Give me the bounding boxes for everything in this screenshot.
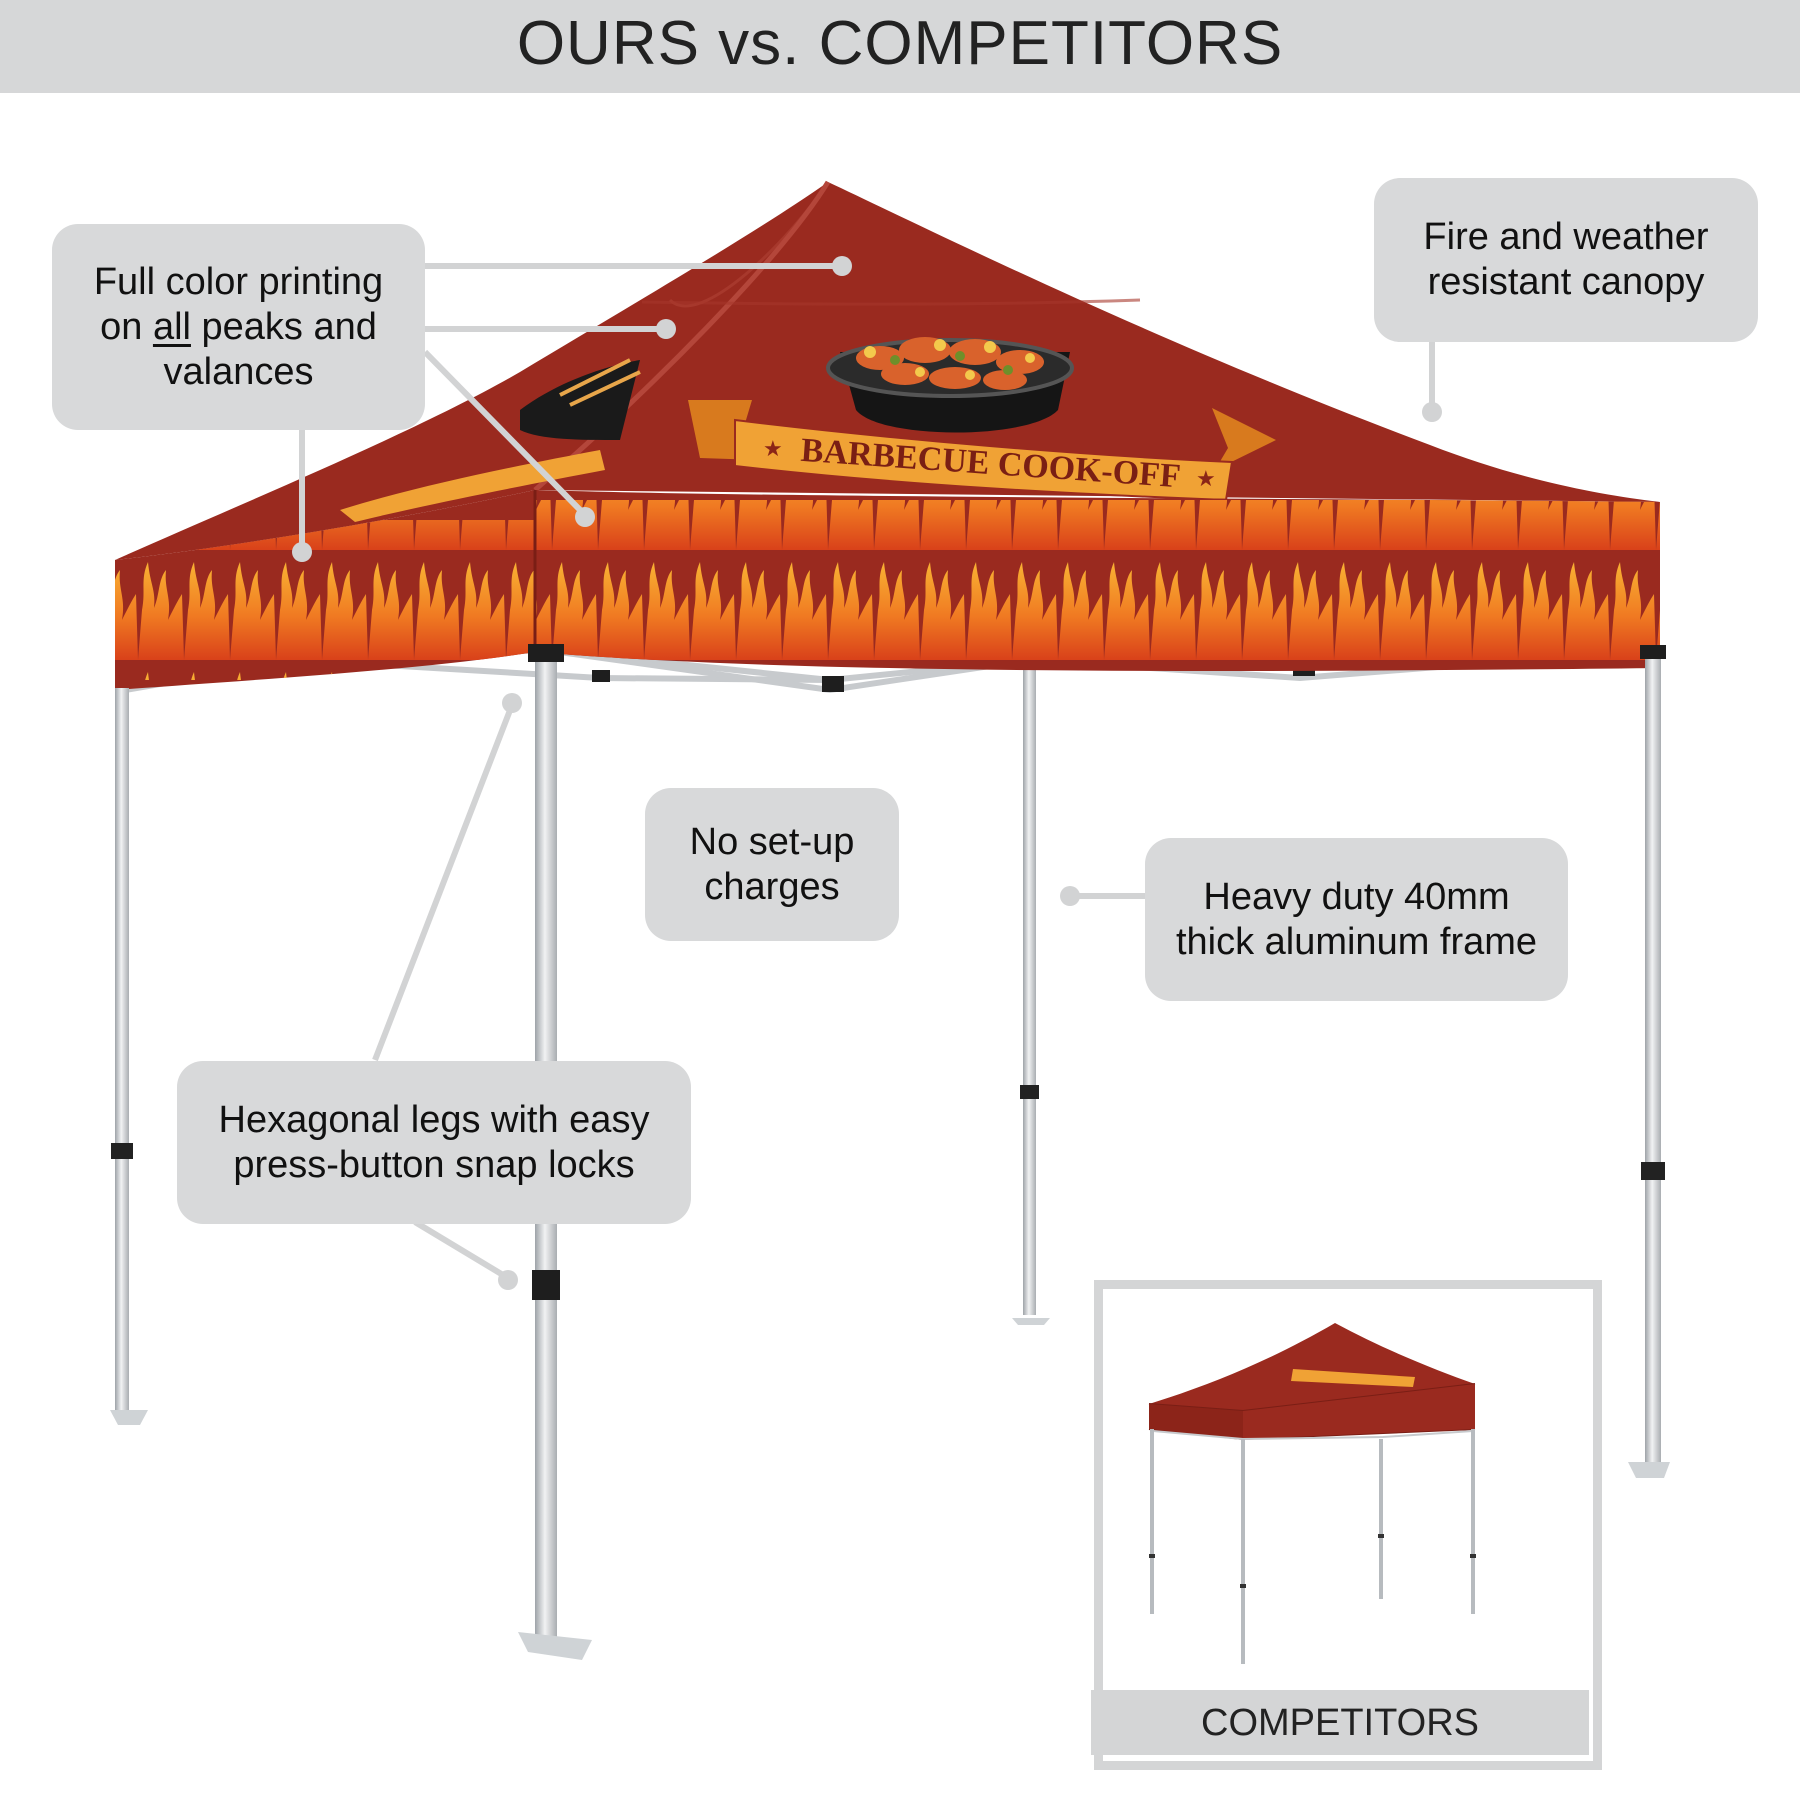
callout-leader-lines (299, 263, 1435, 1281)
callout-full-color-printing: Full color printing on all peaks and val… (52, 224, 425, 430)
callout-fire-weather-canopy: Fire and weather resistant canopy (1374, 178, 1758, 342)
callout-legs-line1: Hexagonal legs with easy (218, 1098, 650, 1141)
left-leg (115, 688, 129, 1410)
callout-printing-line2: on all peaks and (100, 305, 377, 348)
header-bar (0, 0, 1800, 93)
callout-canopy-line2: resistant canopy (1427, 261, 1705, 303)
callout-setup-line2: charges (704, 865, 840, 908)
callout-printing-line1: Full color printing (93, 260, 384, 303)
callout-frame-line1: Heavy duty 40mm (1203, 875, 1510, 918)
back-leg (1023, 660, 1036, 1315)
callout-frame-line2: thick aluminum frame (1175, 920, 1538, 963)
right-leg (1645, 655, 1661, 1470)
callout-legs-line2: press-button snap locks (233, 1143, 635, 1186)
callout-setup-line1: No set-up (689, 820, 855, 863)
callout-leader-dots (292, 256, 1442, 1290)
competitors-frame (1094, 1280, 1602, 1770)
banner-star-left-icon: ★ (763, 436, 783, 461)
competitors-label: COMPETITORS (1201, 1702, 1479, 1744)
callout-hexagonal-legs: Hexagonal legs with easy press-button sn… (177, 1061, 691, 1224)
callout-no-setup-charges: No set-up charges (645, 788, 899, 941)
competitors-label-bar (1091, 1690, 1589, 1755)
callout-heavy-duty-frame: Heavy duty 40mm thick aluminum frame (1145, 838, 1568, 1001)
callout-printing-line3: valances (163, 350, 314, 393)
grill-graphic (826, 337, 1074, 433)
banner-star-right-icon: ★ (1196, 466, 1216, 491)
page-title: OURS vs. COMPETITORS (516, 9, 1284, 78)
competitor-tent-illustration (1148, 1323, 1476, 1664)
callout-canopy-line1: Fire and weather (1423, 216, 1709, 258)
